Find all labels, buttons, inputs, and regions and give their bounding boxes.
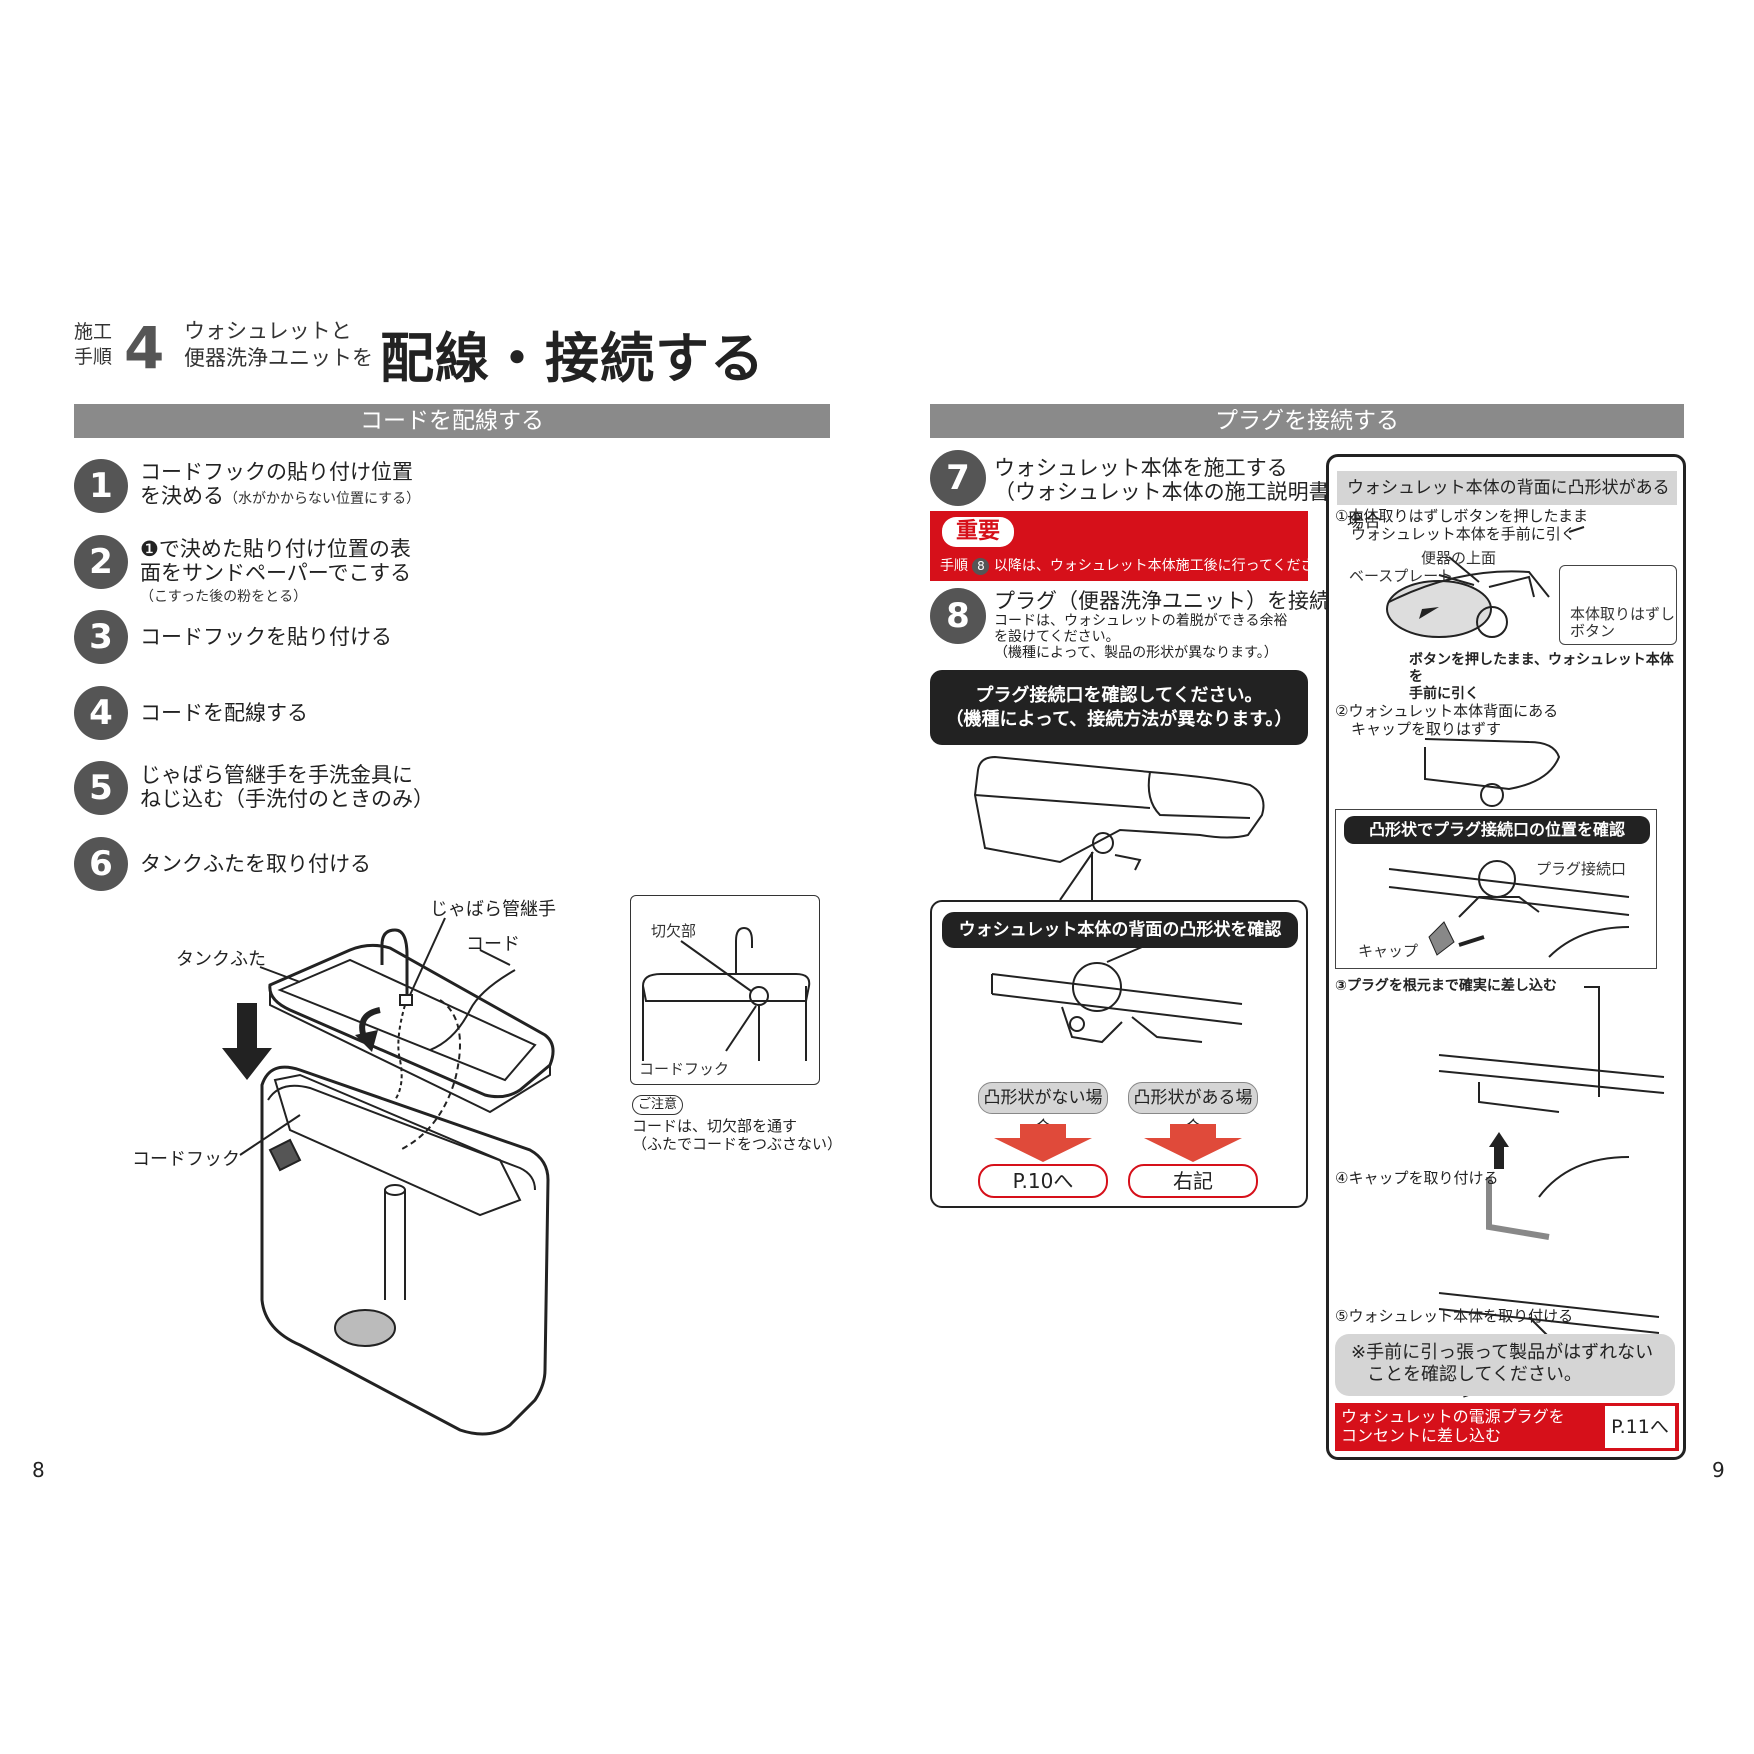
side-step-2: ②ウォシュレット本体背面にある キャップを取りはずす [1335,702,1559,738]
important-badge: 重要 [942,517,1015,547]
step-4-text: コードを配線する [140,701,308,725]
step-3-text: コードフックを貼り付ける [140,625,392,649]
step-1-text: コードフックの貼り付け位置 を決める（水がかからない位置にする） [140,460,421,508]
label-remove-button: 本体取りはずし [1570,605,1676,623]
step-number-1: 1 [74,459,128,513]
procedure-step-number: 4 [124,314,165,382]
side-panel-shape-present: ウォシュレット本体の背面に凸形状がある場合 ①本体取りはずしボタンを押したまま … [1326,454,1686,1460]
label-notch: 切欠部 [651,922,697,940]
page-subtitle: ウォシュレットと 便器洗浄ユニットを [184,319,373,370]
check-panel-title: ウォシュレット本体の背面の凸形状を確認 [942,912,1298,948]
check-panel-arrows [994,1124,1242,1162]
caution-text: コードは、切欠部を通す （ふたでコードをつぶさない） [632,1117,843,1153]
remove-button-callout: 本体取りはずし ボタン [1559,565,1677,645]
step-number-2: 2 [74,535,128,589]
step-2-text: ❶で決めた貼り付け位置の表 面をサンドペーパーでこする （こすった後の粉をとる） [140,537,412,605]
section-bar-plug: プラグを接続する [930,404,1684,438]
caution-badge: ご注意 [632,1095,684,1115]
check-shape-panel: ウォシュレット本体の背面の凸形状を確認 凸形状がない場合 凸形状がある場合 P.… [930,900,1308,1208]
step-number-3: 3 [74,610,128,664]
inset-notch-figure: 切欠部 コードフック [630,895,820,1085]
procedure-label: 施工 手順 [74,321,113,368]
side-panel-title: ウォシュレット本体の背面に凸形状がある場合 [1337,471,1677,532]
label-jabara: じゃばら管継手 [430,899,556,920]
confirm-port-title: 凸形状でプラグ接続口の位置を確認 [1344,816,1650,844]
pull-check-warning: ※手前に引っ張って製品がはずれない ことを確認してください。 [1335,1334,1675,1396]
step-6-text: タンクふたを取り付ける [140,852,371,876]
side-panel-drawings [1386,526,1665,1398]
section-bar-cord: コードを配線する [74,404,830,438]
goto-p11-button[interactable]: P.11へ [1605,1406,1675,1448]
page-title: 配線・接続する [380,327,765,390]
step-5-text: じゃばら管継手を手洗金具に ねじ込む（手洗付のときのみ） [140,763,434,811]
important-text: 手順 8 以降は、ウォシュレット本体施工後に行ってください。 [940,558,1343,575]
label-inset-cord-hook: コードフック [639,1060,730,1078]
side-step-4: ④キャップを取り付ける [1335,1169,1499,1187]
label-plug-port: プラグ接続口 [1536,860,1627,878]
step-number-8: 8 [930,588,986,644]
label-cord: コード [466,934,520,955]
side-step-3: ③プラグを根元まで確実に差し込む [1335,978,1557,994]
step-8-text: プラグ（便器洗浄ユニット）を接続する コードは、ウォシュレットの着脱ができる余裕… [994,589,1372,661]
label-cord-hook: コードフック [132,1149,240,1170]
label-tank-lid: タンクふた [176,949,266,970]
side-step-5: ⑤ウォシュレット本体を取り付ける [1335,1307,1574,1325]
page-number-right: 9 [1712,1458,1725,1482]
step-number-5: 5 [74,761,128,815]
step-number-6: 6 [74,837,128,891]
plug-in-notice: ウォシュレットの電源プラグを コンセントに差し込む P.11へ [1335,1403,1679,1451]
label-cap: キャップ [1358,942,1419,960]
confirm-port-subbox: 凸形状でプラグ接続口の位置を確認 プラグ接続口 キャップ [1335,809,1657,969]
step-number-4: 4 [74,686,128,740]
no-shape-label: 凸形状がない場合 [978,1082,1108,1138]
press-note: ボタンを押したまま、ウォシュレット本体を 手前に引く [1409,652,1674,702]
goto-below-button[interactable]: 右記 [1128,1164,1258,1198]
label-base-plate: ベースプレート [1349,567,1454,585]
important-notice: 重要 手順 8 以降は、ウォシュレット本体施工後に行ってください。 [930,511,1343,581]
side-step-1: ①本体取りはずしボタンを押したまま ウォシュレット本体を手前に引く [1335,507,1588,543]
goto-p10-button[interactable]: P.10へ [978,1164,1108,1198]
confirm-port-box: プラグ接続口を確認してください。 （機種によって、接続方法が異なります。） [930,670,1308,745]
step-number-7: 7 [930,450,986,506]
has-shape-label: 凸形状がある場合 [1128,1082,1258,1138]
page-number-left: 8 [32,1458,45,1482]
label-toilet-top: 便器の上面 [1421,549,1497,567]
inset-tank-drawing [641,926,811,1061]
check-panel-drawing [991,946,1243,1044]
